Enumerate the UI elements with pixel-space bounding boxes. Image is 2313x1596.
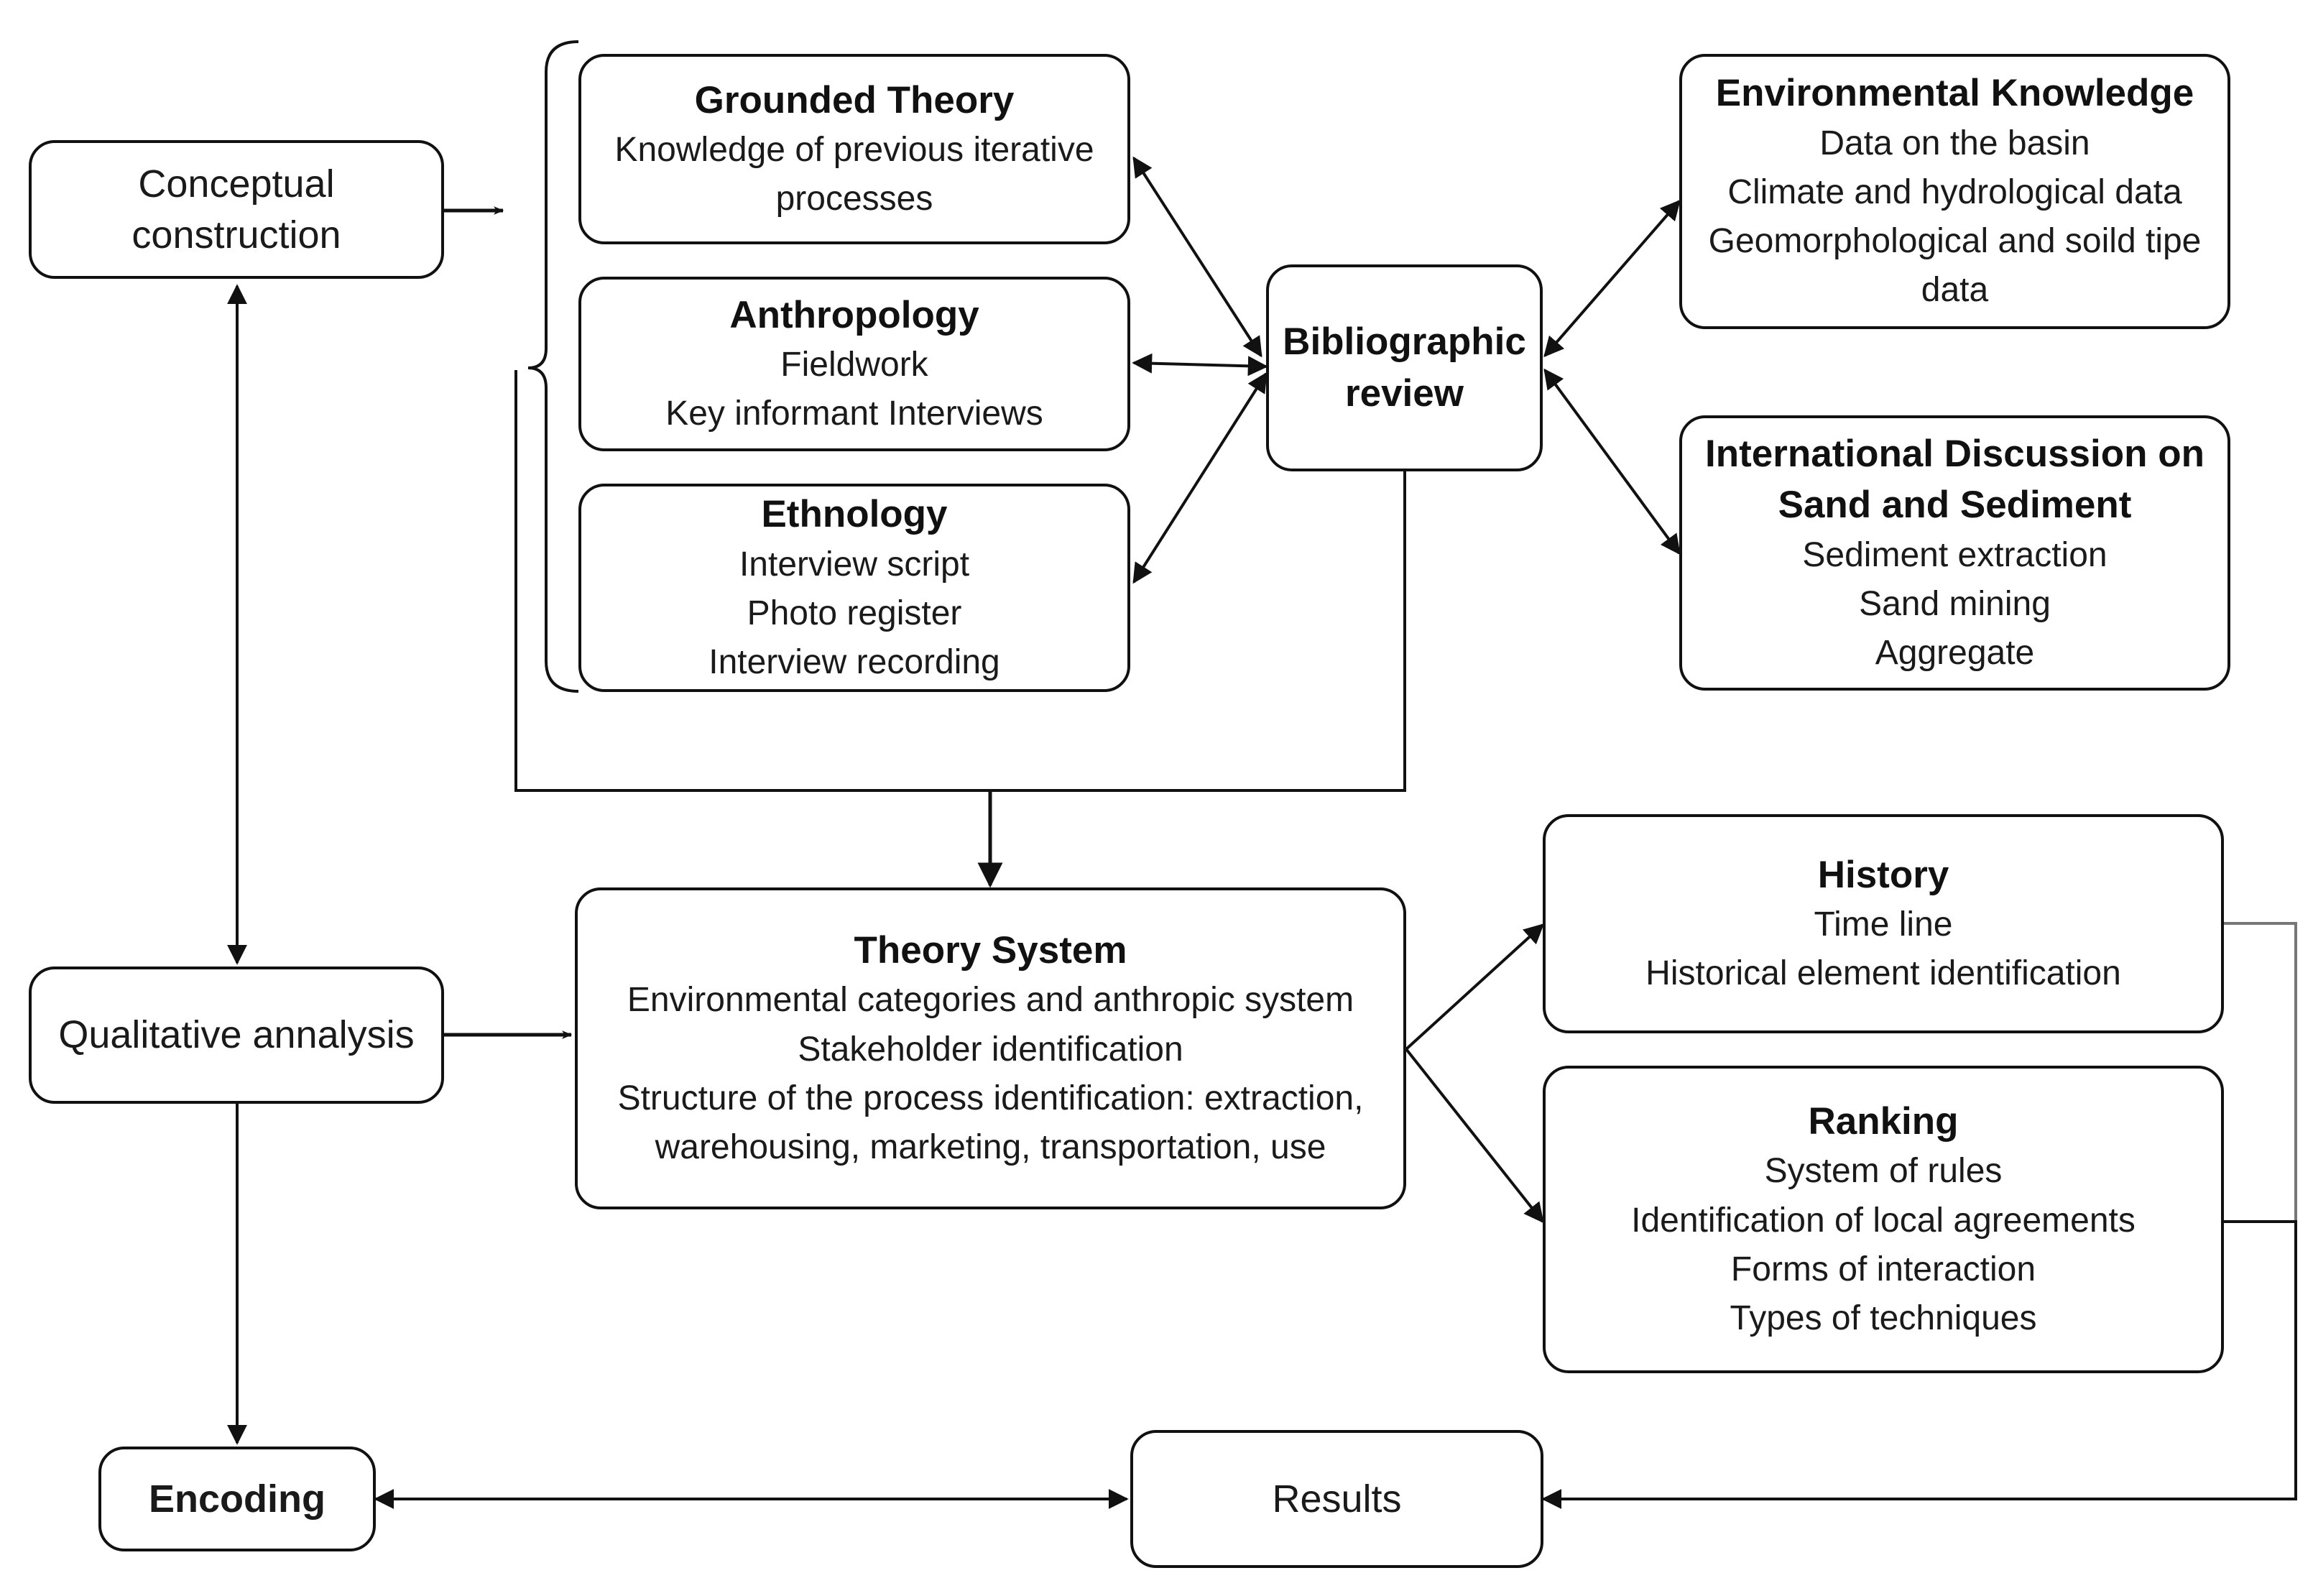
environmental-line-3: Geomorphological and soild tipe: [1708, 222, 2202, 261]
international-line-3: Aggregate: [1875, 634, 2035, 673]
international-line-2: Sand mining: [1859, 584, 2051, 623]
encoding-label: Encoding: [149, 1477, 326, 1521]
connector-history-right: [2224, 922, 2297, 1222]
bibliographic-review-box: Bibliographic review: [1266, 264, 1543, 471]
anthropology-box: Anthropology Fieldwork Key informant Int…: [578, 277, 1130, 451]
anthropology-title: Anthropology: [729, 293, 979, 336]
grounded-theory-box: Grounded Theory Knowledge of previous it…: [578, 54, 1130, 244]
international-title-1: International Discussion on: [1705, 432, 2204, 475]
history-box: History Time line Historical element ide…: [1543, 814, 2224, 1033]
arrow-bib-anthropology: [1132, 353, 1268, 377]
ranking-line-1: System of rules: [1764, 1152, 2003, 1191]
conceptual-construction-box: Conceptual construction: [29, 140, 444, 279]
ethnology-line-3: Interview recording: [708, 642, 1000, 681]
environmental-line-4: data: [1921, 271, 1989, 310]
arrow-theory-history: [1405, 923, 1545, 1051]
ranking-line-3: Forms of interaction: [1730, 1250, 2036, 1288]
environmental-title: Environmental Knowledge: [1715, 72, 2194, 115]
arrow-theory-ranking: [1405, 1048, 1544, 1224]
conceptual-line-1: Conceptual: [138, 162, 335, 206]
arrow-bib-grounded: [1132, 156, 1262, 358]
theory-title: Theory System: [854, 928, 1127, 972]
theory-line-1: Environmental categories and anthropic s…: [627, 981, 1354, 1020]
environmental-line-1: Data on the basin: [1819, 124, 2090, 162]
ranking-line-2: Identification of local agreements: [1631, 1201, 2136, 1240]
grounded-theory-line-1: Knowledge of previous iterative: [614, 131, 1094, 170]
environmental-knowledge-box: Environmental Knowledge Data on the basi…: [1679, 54, 2230, 329]
arrow-bib-environmental: [1543, 199, 1681, 358]
qualitative-label: Qualitative annalysis: [58, 1013, 415, 1057]
theory-line-4: warehousing, marketing, transportation, …: [655, 1127, 1326, 1166]
qualitative-analysis-box: Qualitative annalysis: [29, 967, 444, 1104]
ranking-box: Ranking System of rules Identification o…: [1543, 1066, 2224, 1373]
ethnology-box: Ethnology Interview script Photo registe…: [578, 484, 1130, 692]
connector-ranking-right: [1541, 1220, 2297, 1509]
ranking-title: Ranking: [1808, 1099, 1959, 1143]
grounded-theory-title: Grounded Theory: [694, 78, 1015, 121]
history-line-2: Historical element identification: [1645, 954, 2121, 993]
methods-bracket: [527, 40, 579, 693]
international-discussion-box: International Discussion on Sand and Sed…: [1679, 415, 2230, 691]
ethnology-line-2: Photo register: [747, 594, 962, 632]
results-label: Results: [1272, 1477, 1402, 1521]
history-line-1: Time line: [1814, 905, 1953, 944]
anthropology-line-1: Fieldwork: [780, 346, 928, 384]
grounded-theory-line-2: processes: [775, 180, 933, 218]
bibliographic-line-1: Bibliographic: [1283, 320, 1526, 364]
ethnology-line-1: Interview script: [739, 545, 970, 583]
bibliographic-line-2: review: [1344, 372, 1464, 415]
theory-system-box: Theory System Environmental categories a…: [575, 887, 1406, 1209]
international-title-2: Sand and Sediment: [1778, 484, 2132, 527]
environmental-line-2: Climate and hydrological data: [1727, 173, 2182, 212]
connector-methods-to-theory: [514, 370, 1406, 792]
history-title: History: [1817, 853, 1949, 896]
conceptual-line-2: construction: [131, 213, 341, 257]
arrow-bib-ethnology: [1132, 372, 1268, 584]
anthropology-line-2: Key informant Interviews: [665, 395, 1043, 433]
theory-line-3: Structure of the process identification:…: [617, 1079, 1364, 1117]
ranking-line-4: Types of techniques: [1730, 1299, 2037, 1337]
ethnology-title: Ethnology: [761, 493, 948, 535]
arrow-bib-international: [1543, 368, 1681, 555]
theory-line-2: Stakeholder identification: [798, 1030, 1183, 1069]
encoding-box: Encoding: [98, 1447, 376, 1551]
results-box: Results: [1130, 1430, 1543, 1568]
international-line-1: Sediment extraction: [1802, 535, 2107, 574]
